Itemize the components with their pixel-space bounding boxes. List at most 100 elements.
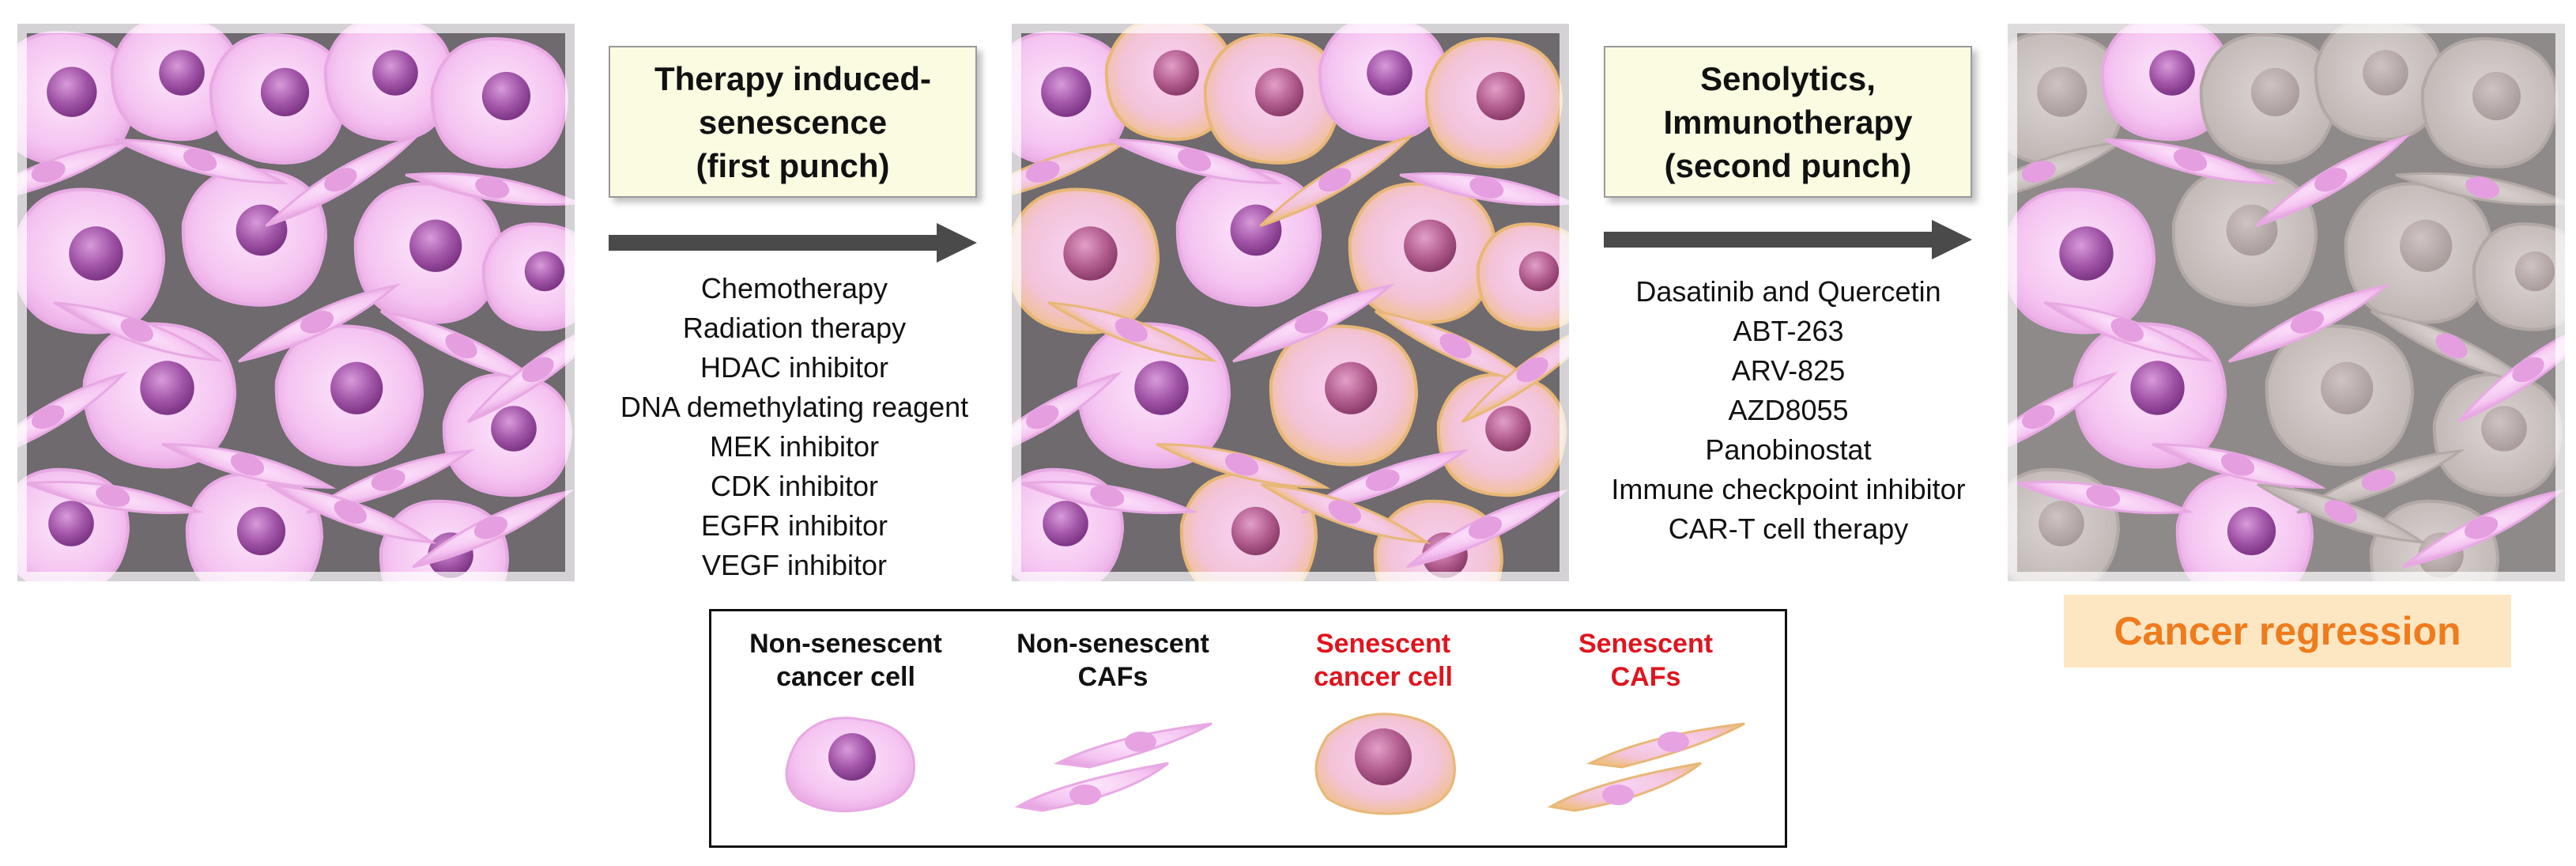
- senescent-cancer-cell-icon: [1314, 713, 1456, 815]
- tumor-illustration-senescent: [1012, 24, 1569, 581]
- first-punch-drug: CDK inhibitor: [710, 470, 879, 502]
- legend-item-non-senescent-cafs: Non-senescent CAFs: [986, 627, 1239, 819]
- cell-nucleus: [1043, 501, 1088, 546]
- cell-nucleus: [2481, 406, 2527, 452]
- first-punch-drug: HDAC inhibitor: [700, 351, 889, 384]
- fibroblast: [266, 483, 437, 544]
- legend-label-line: Non-senescent: [1016, 629, 1209, 659]
- fibroblast: [2257, 483, 2427, 544]
- fibroblast: [1300, 448, 1469, 514]
- legend-label-line: Senescent: [1315, 629, 1451, 659]
- fibroblast: [2043, 301, 2214, 362]
- first-punch-title-line-2: senescence: [698, 103, 888, 141]
- fibroblast: [2008, 371, 2118, 464]
- fibroblast: [2016, 480, 2194, 515]
- cell-nucleus: [1063, 226, 1118, 281]
- legend-item-senescent-cafs: Senescent CAFs: [1519, 627, 1772, 819]
- fibroblast: [1012, 371, 1122, 464]
- second-punch-drug: Panobinostat: [1705, 433, 1872, 466]
- cell-nucleus: [159, 50, 205, 96]
- cell-nucleus: [260, 67, 310, 117]
- fibroblast: [25, 480, 204, 515]
- first-punch-drug: Chemotherapy: [700, 272, 888, 304]
- cell-nucleus: [481, 71, 531, 121]
- first-punch-drug: DNA demethylating reagent: [620, 391, 969, 423]
- cell-nucleus: [1476, 71, 1526, 121]
- fibroblast: [17, 371, 128, 464]
- cell-nucleus: [2130, 361, 2185, 415]
- legend-label-line: cancer cell: [1314, 662, 1453, 692]
- fibroblast: [1020, 480, 1198, 515]
- fibroblast: [1108, 138, 1284, 184]
- tumor-panel-untreated: [17, 24, 575, 581]
- cell-nucleus: [48, 501, 94, 546]
- fibroblast: [1047, 301, 1218, 362]
- cell-nucleus: [1367, 50, 1412, 96]
- cell-nucleus: [2037, 66, 2088, 117]
- fibroblast: [1259, 134, 1415, 227]
- tumor-panel-regressed: [2008, 24, 2565, 581]
- fibroblast: [306, 448, 475, 514]
- fibroblast: [2152, 443, 2327, 489]
- second-punch-title-line-3: (second punch): [1664, 146, 1912, 184]
- cell-nucleus: [409, 219, 462, 272]
- cell-nucleus: [1231, 506, 1280, 556]
- cell-nucleus: [1404, 219, 1457, 272]
- cell-nucleus: [1134, 361, 1189, 415]
- fibroblast: [2255, 134, 2411, 227]
- fibroblast: [2395, 172, 2565, 206]
- cancer-regression-label: Cancer regression: [2064, 595, 2511, 667]
- fibroblast: [2296, 448, 2465, 514]
- cell-nucleus: [524, 251, 565, 292]
- fibroblast: [1261, 483, 1431, 544]
- legend-item-non-senescent-cancer-cell: Non-senescent cancer cell: [719, 627, 972, 819]
- cell-nucleus: [2472, 71, 2521, 121]
- fibroblast: [238, 283, 401, 363]
- fibroblast: [1399, 172, 1569, 206]
- second-punch-drug: Immune checkpoint inhibitor: [1611, 473, 1966, 505]
- legend-item-senescent-cancer-cell: Senescent cancer cell: [1257, 627, 1510, 819]
- cell-type-legend: Non-senescent cancer cell Non-senescent …: [709, 609, 1787, 848]
- first-punch-arrow: [609, 223, 977, 263]
- second-punch-title-box: Senolytics, Immunotherapy (second punch): [1604, 46, 1972, 198]
- non-senescent-caf-icon: [1014, 722, 1213, 812]
- second-punch-drug: ABT-263: [1733, 315, 1844, 347]
- cell-nucleus: [2227, 506, 2276, 556]
- tumor-panel-senescent: [1012, 24, 1569, 581]
- second-punch-title-line-1: Senolytics,: [1700, 59, 1876, 97]
- cell-nucleus: [1485, 406, 1531, 452]
- fibroblast: [1232, 283, 1395, 363]
- cell-nucleus: [491, 406, 537, 452]
- cell-nucleus: [2059, 226, 2114, 281]
- cell-nucleus: [2149, 50, 2195, 96]
- cell-nucleus: [2363, 50, 2408, 96]
- second-punch-arrow: [1604, 220, 1972, 259]
- legend-label-line: Senescent: [1578, 629, 1714, 659]
- tumor-illustration-regressed: [2008, 24, 2565, 581]
- cell-nucleus: [2039, 501, 2084, 546]
- cell-nucleus: [236, 506, 286, 556]
- cell-nucleus: [2250, 67, 2300, 117]
- cell-nucleus: [1254, 67, 1304, 117]
- second-punch-drug: Dasatinib and Quercetin: [1635, 275, 1941, 308]
- first-punch-drug: VEGF inhibitor: [701, 549, 888, 581]
- first-punch-title-line-3: (first punch): [696, 146, 890, 184]
- legend-label-line: CAFs: [1077, 662, 1148, 692]
- fibroblast: [2370, 310, 2535, 386]
- legend-label: Senescent CAFs: [1519, 627, 1772, 694]
- senescent-caf-icon: [1547, 722, 1745, 812]
- legend-label: Non-senescent CAFs: [986, 627, 1239, 694]
- cell-nucleus: [2514, 251, 2555, 292]
- second-punch-drug: AZD8055: [1728, 394, 1849, 426]
- fibroblast: [405, 172, 575, 206]
- non-senescent-cancer-cell-icon: [785, 717, 915, 813]
- fibroblast: [1156, 443, 1331, 489]
- cell-nucleus: [372, 50, 418, 96]
- fibroblast: [161, 443, 337, 489]
- second-punch-title-line-2: Immunotherapy: [1663, 103, 1913, 141]
- cell-nucleus: [1325, 361, 1378, 414]
- fibroblast: [1374, 310, 1539, 386]
- legend-label: Senescent cancer cell: [1257, 627, 1510, 694]
- legend-label-line: CAFs: [1610, 662, 1681, 692]
- first-punch-drug: MEK inhibitor: [709, 430, 880, 463]
